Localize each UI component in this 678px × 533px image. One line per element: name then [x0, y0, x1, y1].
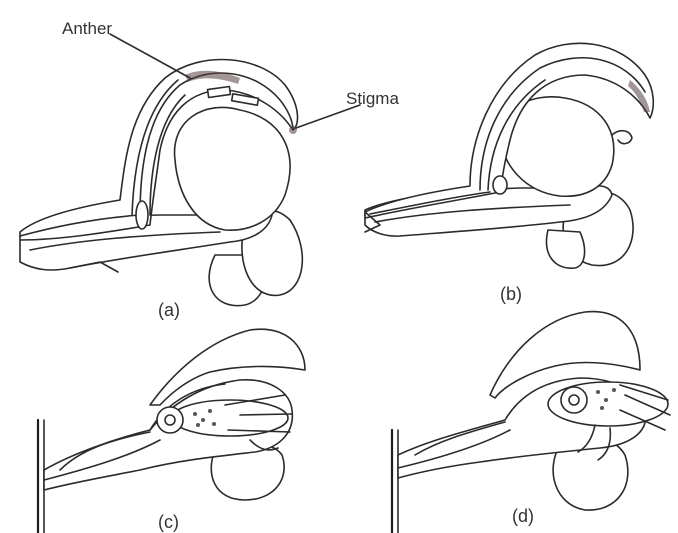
anther-label: Anther [62, 19, 112, 38]
panel-c-flower [38, 329, 305, 533]
panel-b-stigma [612, 131, 632, 144]
caption-d: (d) [512, 506, 534, 526]
panel-a-standard-petal [175, 107, 290, 230]
stigma-leader-line [296, 105, 360, 128]
panel-a-flower [20, 60, 302, 306]
panel-b-lower-petal-2 [547, 230, 585, 268]
caption-c: (c) [158, 512, 179, 532]
stigma-label: Stigma [346, 89, 399, 108]
anther-leader-line [110, 34, 190, 78]
panel-d-flower [392, 312, 670, 533]
panel-a-ovary [136, 201, 148, 229]
caption-a: (a) [158, 300, 180, 320]
caption-b: (b) [500, 284, 522, 304]
panel-b-ovary [493, 176, 507, 194]
panel-b-flower [365, 43, 653, 268]
panel-a-stigma [289, 126, 297, 134]
